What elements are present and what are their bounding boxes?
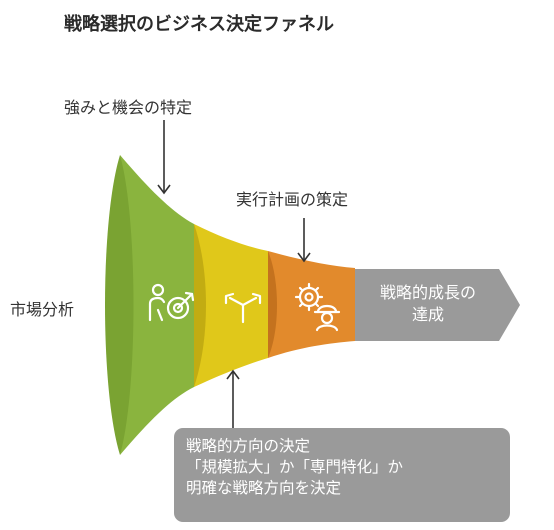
diagram-title: 戦略選択のビジネス決定ファネル [64,14,334,35]
funnel-stage-3 [268,251,355,358]
outcome-arrow-shape [355,269,520,341]
split-arrows-icon [224,292,262,324]
label-strengths-opportunities: 強みと機会の特定 [64,98,193,117]
decision-note: 戦略的方向の決定 「規模拡大」か「専門特化」か 明確な戦略方向を決定 [174,428,510,522]
arrow-plan [297,218,311,263]
funnel-stage-1 [120,155,194,455]
label-execution-plan: 実行計画の策定 [236,190,349,209]
gear-worker-icon [294,282,341,332]
arrow-decision [226,369,240,428]
outcome-line-2: 達成 [411,305,444,324]
target-person-icon [148,283,195,322]
funnel-rim [105,155,134,455]
arrow-strengths [157,120,171,195]
label-market-analysis: 市場分析 [10,300,75,319]
funnel-stage-2 [194,224,268,387]
note-line-2: 「規模拡大」か「専門特化」か [186,458,404,476]
outcome-line-1: 戦略的成長の [379,283,476,302]
note-line-3: 明確な戦略方向を決定 [186,479,342,497]
outcome-label: 戦略的成長の 達成 [357,282,499,326]
note-line-1: 戦略的方向の決定 [186,437,311,455]
